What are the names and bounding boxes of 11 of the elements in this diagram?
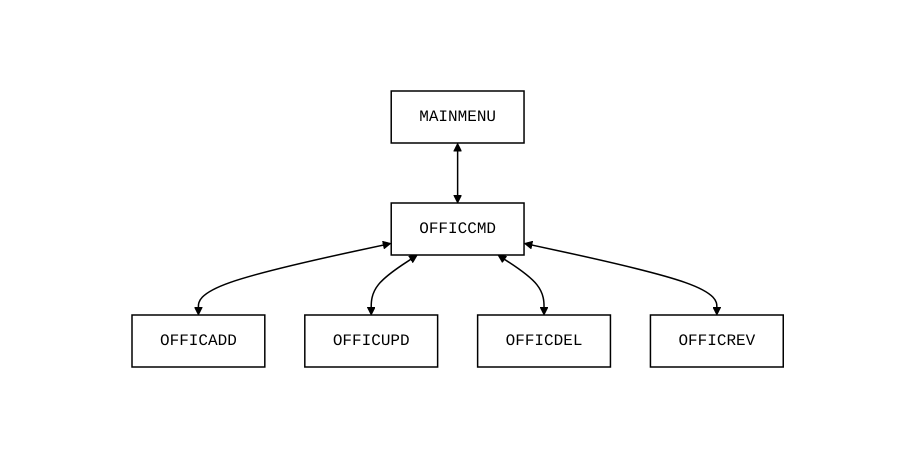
arrow <box>194 240 392 315</box>
node-box: OFFICUPD <box>304 314 439 368</box>
node-box: OFFICCMD <box>390 202 526 256</box>
node-box: MAINMENU <box>390 90 526 144</box>
arrow <box>367 254 418 315</box>
arrow <box>454 142 462 203</box>
node-box: OFFICDEL <box>477 314 612 368</box>
arrow <box>524 240 722 315</box>
node-box: OFFICREV <box>650 314 784 368</box>
node-box: OFFICADD <box>132 314 266 368</box>
arrow <box>498 254 549 315</box>
